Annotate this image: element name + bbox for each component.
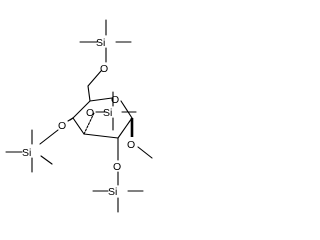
atom-o6: O: [100, 63, 108, 75]
bond-c4-o4b: [69, 117, 74, 121]
tms-group-c4: [5, 129, 53, 173]
bond-omethoxy-me: [137, 146, 153, 159]
tms-group-top: [79, 19, 132, 63]
atom-o4: O: [58, 120, 66, 132]
pyranose-ring: [72, 97, 133, 139]
atom-labels: Si O O O Si O Si O O Si: [22, 37, 135, 198]
tms-group-c3: [112, 91, 137, 131]
bond-c3-c4: [72, 117, 85, 135]
bond-c3-o3: [83, 112, 95, 135]
atom-si-c3: Si: [103, 107, 112, 119]
atom-si-c2: Si: [108, 186, 117, 198]
structure-diagram: Si O O O Si O Si O O Si: [5, 19, 153, 213]
atom-o3: O: [86, 107, 94, 119]
tms-group-c2: [92, 190, 144, 213]
bond-c5-c6: [87, 85, 91, 102]
bond-oring-c1: [120, 100, 133, 119]
bond-c6-o6: [87, 70, 102, 87]
bond-c4-c5: [72, 100, 91, 119]
bond-o4-si: [39, 129, 59, 145]
bond-c2-c3: [83, 133, 119, 139]
atom-si-top: Si: [96, 37, 105, 49]
bond-c1-c2: [117, 117, 133, 139]
atom-o-ring: O: [111, 94, 119, 106]
atom-si-c4: Si: [22, 147, 31, 159]
bond-c5-oring: [89, 97, 113, 102]
bond-si-c4-me-right: [40, 155, 53, 165]
atom-o2: O: [113, 161, 121, 173]
atom-o-methoxy: O: [127, 139, 135, 151]
